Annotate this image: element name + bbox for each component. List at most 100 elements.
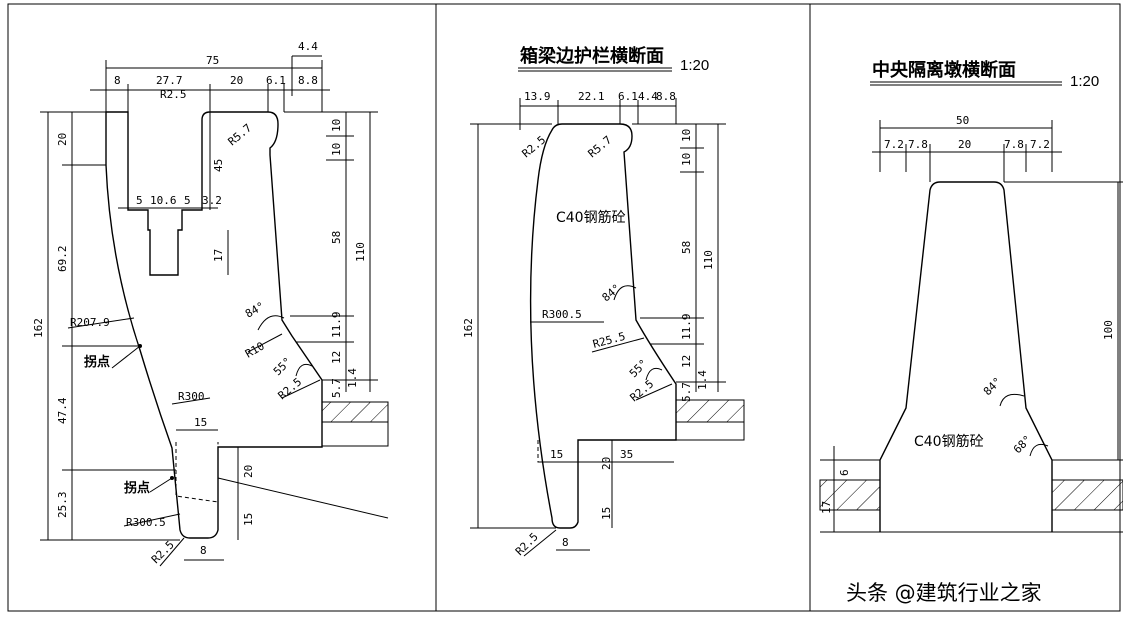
panel1-r2-5c-leader bbox=[159, 537, 185, 567]
panel1-dim-47-4: 47.4 bbox=[56, 397, 69, 424]
panel1-angle-55: 55° bbox=[271, 355, 294, 378]
panel2-dim-r2-5b: R2.5 bbox=[628, 377, 657, 404]
panel2-dim-r5-7: R5.7 bbox=[586, 133, 615, 160]
panel3-dim-20: 20 bbox=[958, 138, 971, 151]
panel2-r25-5-leader bbox=[591, 337, 645, 353]
panel1-inflection-leader-2 bbox=[149, 477, 173, 493]
panel2-dim-20: 20 bbox=[600, 457, 613, 470]
panel2-material: C40钢筋砼 bbox=[556, 209, 626, 226]
panel1-angle-84: 84° bbox=[243, 299, 267, 320]
panel3-angle-84: 84° bbox=[981, 375, 1004, 398]
panel3-dim-7-2b: 7.2 bbox=[1030, 138, 1050, 151]
panel1-dim-6-1: 6.1 bbox=[266, 74, 286, 87]
panel3-dim-7-2a: 7.2 bbox=[884, 138, 904, 151]
panel1-section: 75 4.4 8 27.7 20 6.1 8.8 R2.5 R5.7 45 5 … bbox=[32, 40, 389, 567]
panel2-dim-58: 58 bbox=[680, 241, 693, 254]
panel3-dim-100: 100 bbox=[1102, 320, 1115, 340]
panel2-section: 箱梁边护栏横断面 1:20 C40钢筋砼 13.9 22.1 6.1 4.4 8… bbox=[462, 45, 745, 558]
panel1-dim-27-7: 27.7 bbox=[156, 74, 183, 87]
panel1-dim-8-8: 8.8 bbox=[298, 74, 318, 87]
panel1-r300-5-leader bbox=[123, 513, 181, 527]
panel1-dim-20-v: 20 bbox=[56, 133, 69, 146]
panel1-dim-162: 162 bbox=[32, 318, 45, 338]
panel1-dim-20b: 20 bbox=[242, 465, 255, 478]
panel2-scale: 1:20 bbox=[680, 57, 709, 74]
panel1-dim-5a: 5 bbox=[136, 194, 143, 207]
panel1-dim-11-9: 11.9 bbox=[330, 312, 343, 339]
panel2-dim-r2-5: R2.5 bbox=[520, 133, 549, 160]
panel1-dim-15-v: 15 bbox=[242, 513, 255, 526]
panel2-r2-5c-leader bbox=[523, 529, 557, 557]
panel1-dim-r300: R300 bbox=[178, 390, 205, 403]
panel2-dim-8-8: 8.8 bbox=[656, 90, 676, 103]
panel1-dashed-footing bbox=[175, 442, 219, 503]
panel1-r207-leader bbox=[67, 317, 135, 329]
panel2-dim-4-4: 4.4 bbox=[638, 90, 658, 103]
panel2-angle-55-arc bbox=[645, 367, 663, 381]
panel3-dim-6: 6 bbox=[838, 469, 851, 476]
panel3-dim-50: 50 bbox=[956, 114, 969, 127]
panel1-slope-line bbox=[217, 477, 389, 519]
panel1-dim-8: 8 bbox=[114, 74, 121, 87]
panel2-r2-5b-leader bbox=[635, 383, 673, 401]
panel2-dim-10a: 10 bbox=[680, 129, 693, 142]
panel2-angle-84-arc bbox=[613, 285, 637, 301]
panel1-dim-10b: 10 bbox=[330, 143, 343, 156]
outer-frame bbox=[7, 3, 1121, 612]
panel3-dim-7-8b: 7.8 bbox=[1004, 138, 1024, 151]
watermark: 头条 @建筑行业之家 bbox=[846, 581, 1042, 605]
panel1-r300-leader bbox=[171, 397, 211, 405]
panel1-dim-69-2: 69.2 bbox=[56, 246, 69, 273]
panel2-dim-12: 12 bbox=[680, 355, 693, 368]
panel2-dim-6-1: 6.1 bbox=[618, 90, 638, 103]
panel2-dim-8: 8 bbox=[562, 536, 569, 549]
panel1-inflection-leader-1 bbox=[111, 345, 141, 369]
panel1-dim-25-3: 25.3 bbox=[56, 492, 69, 519]
panel1-dim-r2-5b: R2.5 bbox=[276, 375, 305, 402]
panel2-angle-84: 84° bbox=[600, 282, 624, 305]
panel1-dim-12: 12 bbox=[330, 351, 343, 364]
panel3-angle-68-arc bbox=[1029, 443, 1049, 457]
panel2-dim-22-1: 22.1 bbox=[578, 90, 605, 103]
panel1-dim-58: 58 bbox=[330, 231, 343, 244]
panel2-dim-13-9: 13.9 bbox=[524, 90, 551, 103]
panel1-dim-4-4: 4.4 bbox=[298, 40, 318, 53]
panel2-dim-11-9: 11.9 bbox=[680, 314, 693, 341]
panel1-inflection-label-2: 拐点 bbox=[124, 480, 150, 496]
panel1-dim-45: 45 bbox=[212, 159, 225, 172]
panel3-angle-84-arc bbox=[999, 393, 1025, 407]
panel2-dim-15: 15 bbox=[550, 448, 563, 461]
panel1-r2-5b-leader bbox=[281, 379, 321, 399]
panel1-angle-84-arc bbox=[257, 315, 285, 331]
panel1-dim-1-4: 1.4 bbox=[346, 368, 359, 388]
panel1-dim-110: 110 bbox=[354, 242, 367, 262]
panel2-dashed-footing bbox=[537, 440, 600, 463]
panel2-dim-162: 162 bbox=[462, 318, 475, 338]
panel1-dim-r300-5: R300.5 bbox=[126, 516, 166, 529]
panel1-dim-r10: R10 bbox=[243, 339, 267, 360]
panel1-dim-5b: 5 bbox=[184, 194, 191, 207]
panel1-dim-15: 15 bbox=[194, 416, 207, 429]
panel1-r10-leader bbox=[247, 333, 283, 353]
panel3-deck-hatch-right bbox=[1051, 479, 1123, 511]
panel2-dim-110: 110 bbox=[702, 250, 715, 270]
panel1-dim-20: 20 bbox=[230, 74, 243, 87]
panel1-dim-r2-5: R2.5 bbox=[160, 88, 187, 101]
panel2-title: 箱梁边护栏横断面 bbox=[520, 45, 664, 67]
panel3-scale: 1:20 bbox=[1070, 73, 1099, 90]
panel2-dim-35: 35 bbox=[620, 448, 633, 461]
panel3-material: C40钢筋砼 bbox=[914, 433, 984, 450]
panel2-dim-10b: 10 bbox=[680, 153, 693, 166]
panel2-dim-15-v: 15 bbox=[600, 507, 613, 520]
panel1-inflection-label-1: 拐点 bbox=[84, 354, 110, 370]
panel1-dim-5-7: 5.7 bbox=[330, 378, 343, 398]
panel2-dim-1-4: 1.4 bbox=[696, 370, 709, 390]
panel3-dim-7-8a: 7.8 bbox=[908, 138, 928, 151]
panel1-dim-8b: 8 bbox=[200, 544, 207, 557]
panel1-dim-r5-7: R5.7 bbox=[226, 121, 255, 148]
panel3-section: 中央隔离墩横断面 1:20 C40钢筋砼 50 7.2 7.8 20 7.8 7… bbox=[819, 59, 1123, 533]
panel1-deck-hatch bbox=[321, 401, 389, 423]
panel2-barrier-outline bbox=[529, 123, 677, 529]
